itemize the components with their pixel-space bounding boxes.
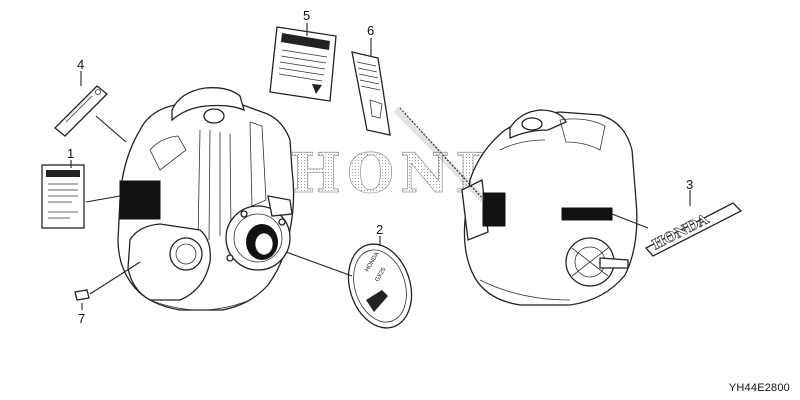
engine-right-illustration <box>461 109 638 306</box>
engine-left-illustration <box>117 87 295 311</box>
callout-1: 1 <box>67 146 74 161</box>
callout-4: 4 <box>77 57 84 72</box>
callout-2: 2 <box>376 222 383 237</box>
callout-3: 3 <box>686 177 693 192</box>
callout-6: 6 <box>367 23 374 38</box>
part-2-oval-badge: HONDA GX25 <box>347 243 413 329</box>
diagram-code: YH44E2800 <box>728 382 790 394</box>
callout-5: 5 <box>303 8 310 23</box>
part-3-honda-emblem: HONDA <box>644 202 743 257</box>
part-6-info-label <box>351 51 391 136</box>
part-5-warning-label <box>269 26 337 102</box>
leader-lines <box>70 23 691 310</box>
emblem-text: HONDA <box>650 211 713 254</box>
part-4-strip-label <box>54 85 108 137</box>
part-1-label <box>41 164 85 229</box>
part-7-small-label <box>74 289 90 301</box>
callout-7: 7 <box>78 311 85 326</box>
